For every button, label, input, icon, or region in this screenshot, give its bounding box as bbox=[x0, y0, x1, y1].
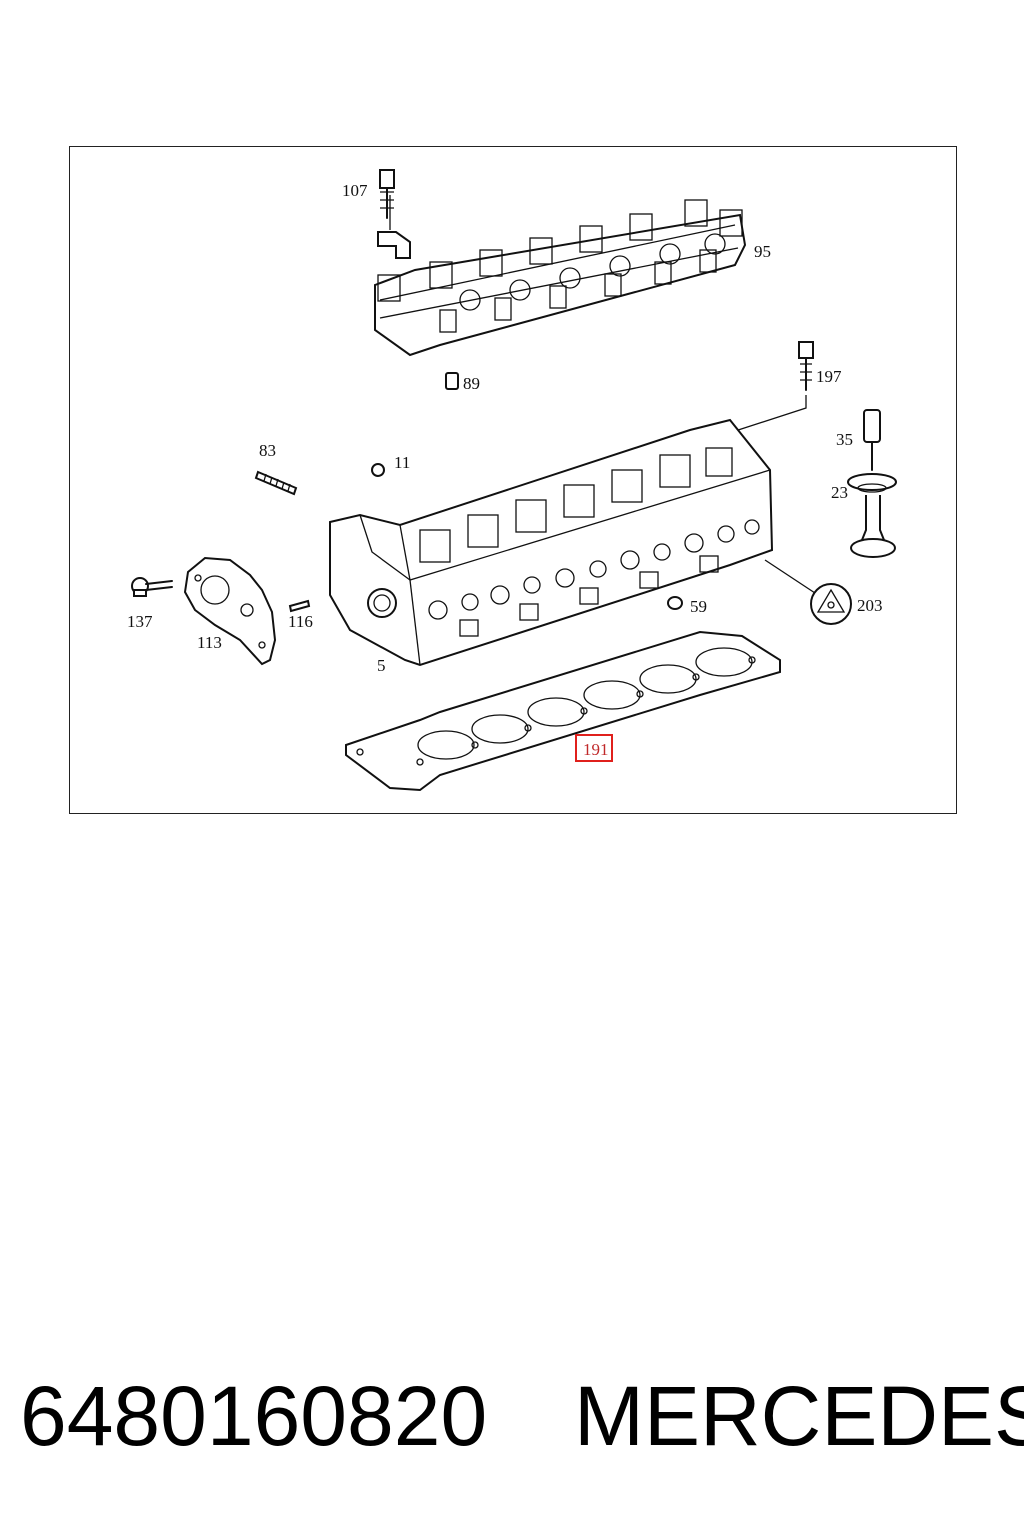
head-gasket-191-drawing bbox=[345, 630, 781, 792]
callout-95: 95 bbox=[754, 242, 771, 261]
callout-113: 113 bbox=[197, 633, 222, 652]
callout-137: 137 bbox=[127, 612, 153, 631]
callout-197: 197 bbox=[816, 367, 842, 386]
callout-89: 89 bbox=[463, 374, 480, 393]
callout-107: 107 bbox=[342, 181, 368, 200]
part-number: 6480160820 bbox=[20, 1369, 488, 1463]
sleeve-89-drawing bbox=[445, 372, 459, 390]
cylinder-head-5-drawing bbox=[329, 418, 819, 667]
callout-191[interactable]: 191 bbox=[583, 740, 609, 759]
callout-23: 23 bbox=[831, 483, 848, 502]
camshaft-carrier-95-drawing bbox=[374, 195, 747, 357]
callout-83: 83 bbox=[259, 441, 276, 460]
callout-203: 203 bbox=[857, 596, 883, 615]
callout-11: 11 bbox=[394, 453, 410, 472]
bolt-107-drawing bbox=[377, 169, 411, 259]
callout-labels: 107 95 89 197 83 11 35 23 137 113 116 59… bbox=[127, 181, 883, 762]
ring-59-drawing bbox=[667, 596, 683, 610]
bolt-137-drawing bbox=[131, 577, 173, 597]
callout-5: 5 bbox=[377, 656, 386, 675]
bolt-197-drawing bbox=[731, 341, 814, 433]
highlight-box-191 bbox=[575, 734, 613, 762]
callout-59: 59 bbox=[690, 597, 707, 616]
valve-assembly-drawing bbox=[847, 409, 897, 558]
ring-11-drawing bbox=[371, 463, 385, 477]
stud-83-drawing bbox=[254, 470, 298, 496]
callout-116: 116 bbox=[288, 612, 313, 631]
plug-203-drawing bbox=[810, 583, 852, 625]
callout-35: 35 bbox=[836, 430, 853, 449]
brand-name: MERCEDES bbox=[574, 1369, 1024, 1463]
pin-116-drawing bbox=[288, 599, 311, 613]
cover-113-drawing bbox=[183, 556, 277, 666]
